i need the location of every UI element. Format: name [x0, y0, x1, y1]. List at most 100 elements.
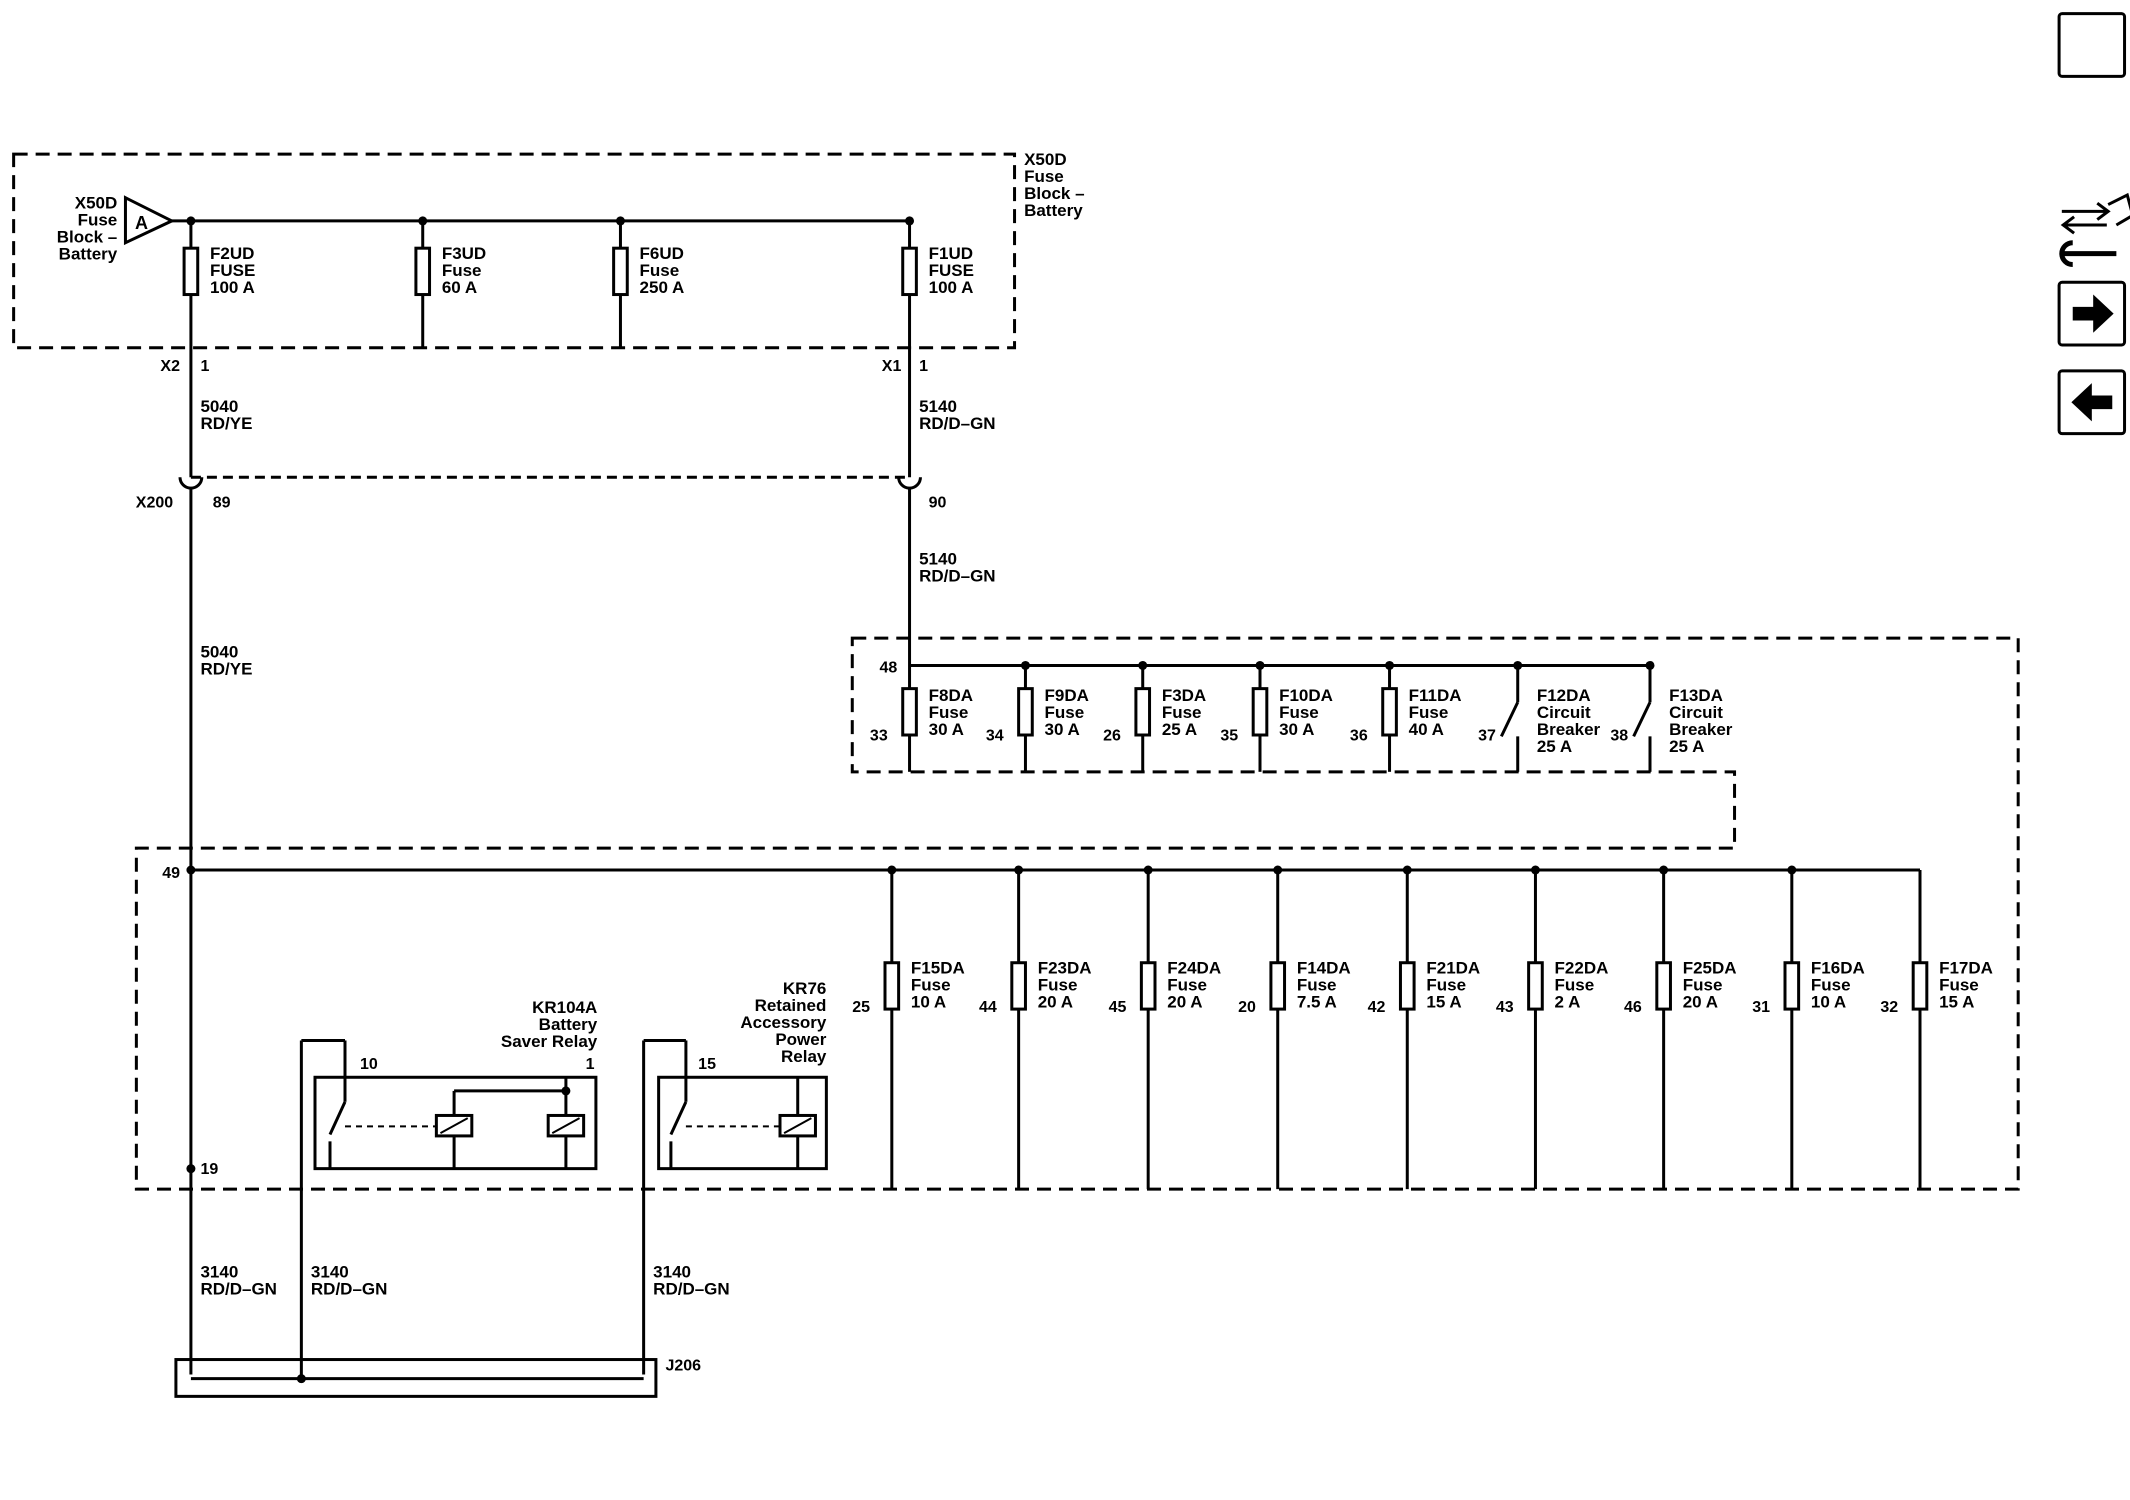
bus-splice-dot	[1255, 660, 1265, 670]
fuse-symbol	[1139, 961, 1157, 1011]
previous-arrow-icon[interactable]	[2071, 383, 2113, 422]
bus-splice-dot	[1385, 660, 1395, 670]
next-page-button[interactable]	[2057, 280, 2127, 347]
fuse-symbol	[1017, 687, 1034, 737]
bus-splice-dot	[1645, 660, 1655, 670]
tools-icon[interactable]	[2060, 192, 2130, 235]
fuse-symbol	[1134, 687, 1152, 737]
kr104a-splice-dot	[561, 1086, 571, 1096]
bus-splice-dot	[1530, 865, 1540, 875]
fuse-f3ud-symbol	[414, 246, 432, 297]
x200-pin-90-icon	[897, 477, 922, 490]
upper-feed-pin-label: 48	[879, 659, 897, 676]
fuse-symbol	[1783, 961, 1801, 1011]
previous-page-button[interactable]	[2057, 369, 2127, 436]
kr104a-pin-10-label: 10	[360, 1056, 378, 1073]
fuse-symbol	[1911, 961, 1929, 1011]
upper-pin-label: 26	[1103, 727, 1121, 744]
wire-paths	[171, 219, 1922, 1381]
lower-pin-label: 20	[1238, 999, 1256, 1016]
bus-splice-dot	[905, 216, 915, 226]
upper-pin-label: 38	[1610, 727, 1628, 744]
kr76-coil-slash	[783, 1117, 812, 1135]
x2-connector-label: X2	[160, 358, 180, 375]
x50d-fuse-block-frame	[12, 152, 1017, 350]
j206-label: J206	[665, 1357, 701, 1374]
circuit-breaker-contact-icon	[1632, 701, 1652, 738]
upper-pin-label: 36	[1350, 727, 1368, 744]
bus-splice-dot	[186, 865, 196, 875]
fuse-symbol	[1527, 961, 1544, 1011]
bus-splice-dot	[615, 216, 625, 226]
lower-pin-label: 31	[1752, 999, 1770, 1016]
x200-connector-label: X200	[136, 494, 173, 511]
wrench-icon[interactable]	[2059, 240, 2117, 268]
tools-button[interactable]	[2059, 192, 2130, 268]
upper-pin-label: 35	[1220, 727, 1238, 744]
lower-pin-label: 25	[852, 999, 870, 1016]
lower-pin-label: 32	[1880, 999, 1898, 1016]
x50d-terminal-a-icon	[123, 195, 176, 246]
bus-splice-dot	[1513, 660, 1523, 670]
j206-splice-pack	[174, 1358, 658, 1398]
x1-pin-label: 1	[919, 358, 928, 375]
x200-pin-left-label: 89	[213, 494, 231, 511]
fuse-f1ud-symbol	[901, 246, 918, 297]
lower-feed-pin-label: 49	[162, 865, 180, 882]
module-frames	[12, 152, 2020, 1191]
bus-splice-dot	[1787, 865, 1797, 875]
ground-splice-dot	[186, 1164, 196, 1174]
kr76-pin-15-label: 15	[698, 1056, 716, 1073]
loc-icon[interactable]	[2057, 12, 2127, 78]
fuse-symbol	[1398, 961, 1416, 1011]
ground-pin-label: 19	[200, 1161, 218, 1178]
lower-pin-label: 45	[1109, 999, 1127, 1016]
bus-splice-dot	[418, 216, 428, 226]
bus-splice-dot	[1020, 660, 1030, 670]
underhood-fuse-block-frame	[134, 636, 2020, 1191]
lower-pin-label: 43	[1496, 999, 1514, 1016]
next-arrow-icon[interactable]	[2072, 294, 2114, 333]
circuit-breaker-contact-icon	[1500, 701, 1520, 738]
kr104a-coil2-slash	[551, 1117, 581, 1135]
kr104a-pin-1-label: 1	[586, 1056, 595, 1073]
fuse-symbol	[1655, 961, 1672, 1011]
fuse-symbol	[901, 687, 918, 737]
loc-button[interactable]	[2057, 12, 2127, 78]
upper-pin-label: 37	[1478, 727, 1496, 744]
fuse-symbol	[1381, 687, 1398, 737]
kr104a-coil-slash	[439, 1117, 469, 1135]
x200-pin-89-icon	[178, 477, 204, 490]
bus-splice-dot	[1659, 865, 1669, 875]
kr104a-relay-body	[313, 1075, 598, 1171]
bus-splice-dot	[1402, 865, 1412, 875]
bus-splice-dot	[186, 216, 196, 226]
bus-splice-dot	[1014, 865, 1024, 875]
